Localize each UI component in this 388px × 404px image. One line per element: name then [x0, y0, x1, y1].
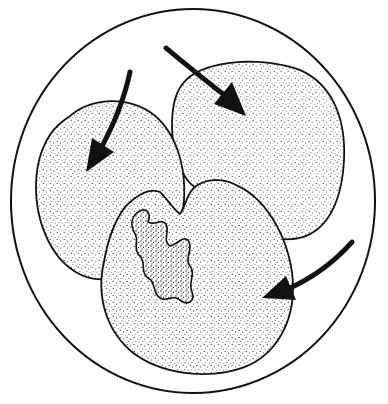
bottom-lobe — [101, 180, 293, 374]
